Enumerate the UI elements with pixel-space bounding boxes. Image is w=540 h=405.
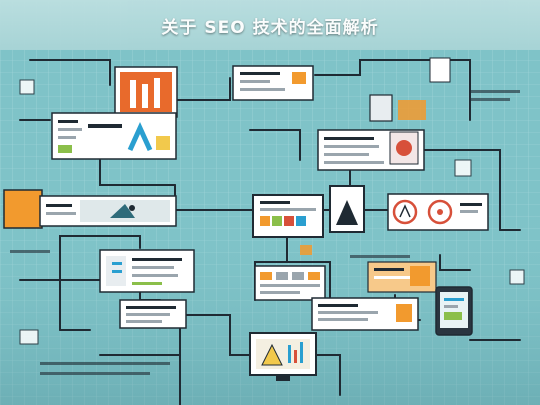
circuit-dots	[10, 90, 520, 375]
target-icon	[387, 193, 489, 231]
monitor-icon	[252, 194, 324, 238]
orange-panel-icon	[367, 261, 437, 293]
document-icon	[369, 57, 451, 122]
chart-card-icon	[51, 112, 177, 160]
text-block-icon	[119, 299, 187, 329]
content-card-icon	[317, 129, 425, 171]
image-frame-icon	[329, 185, 365, 233]
text-card-icon	[232, 65, 314, 101]
title-banner: 关于 SEO 技术的全面解析	[0, 0, 540, 50]
calendar-card-icon	[254, 265, 326, 301]
page-title: 关于 SEO 技术的全面解析	[161, 17, 379, 38]
bottom-monitor-icon	[249, 332, 317, 381]
summary-card-icon	[311, 297, 419, 331]
list-card-icon	[99, 249, 195, 293]
decorative-tiles	[19, 79, 525, 345]
tablet-icon	[435, 286, 473, 336]
orange-block-icon	[3, 189, 43, 229]
profile-card-icon	[39, 195, 177, 227]
